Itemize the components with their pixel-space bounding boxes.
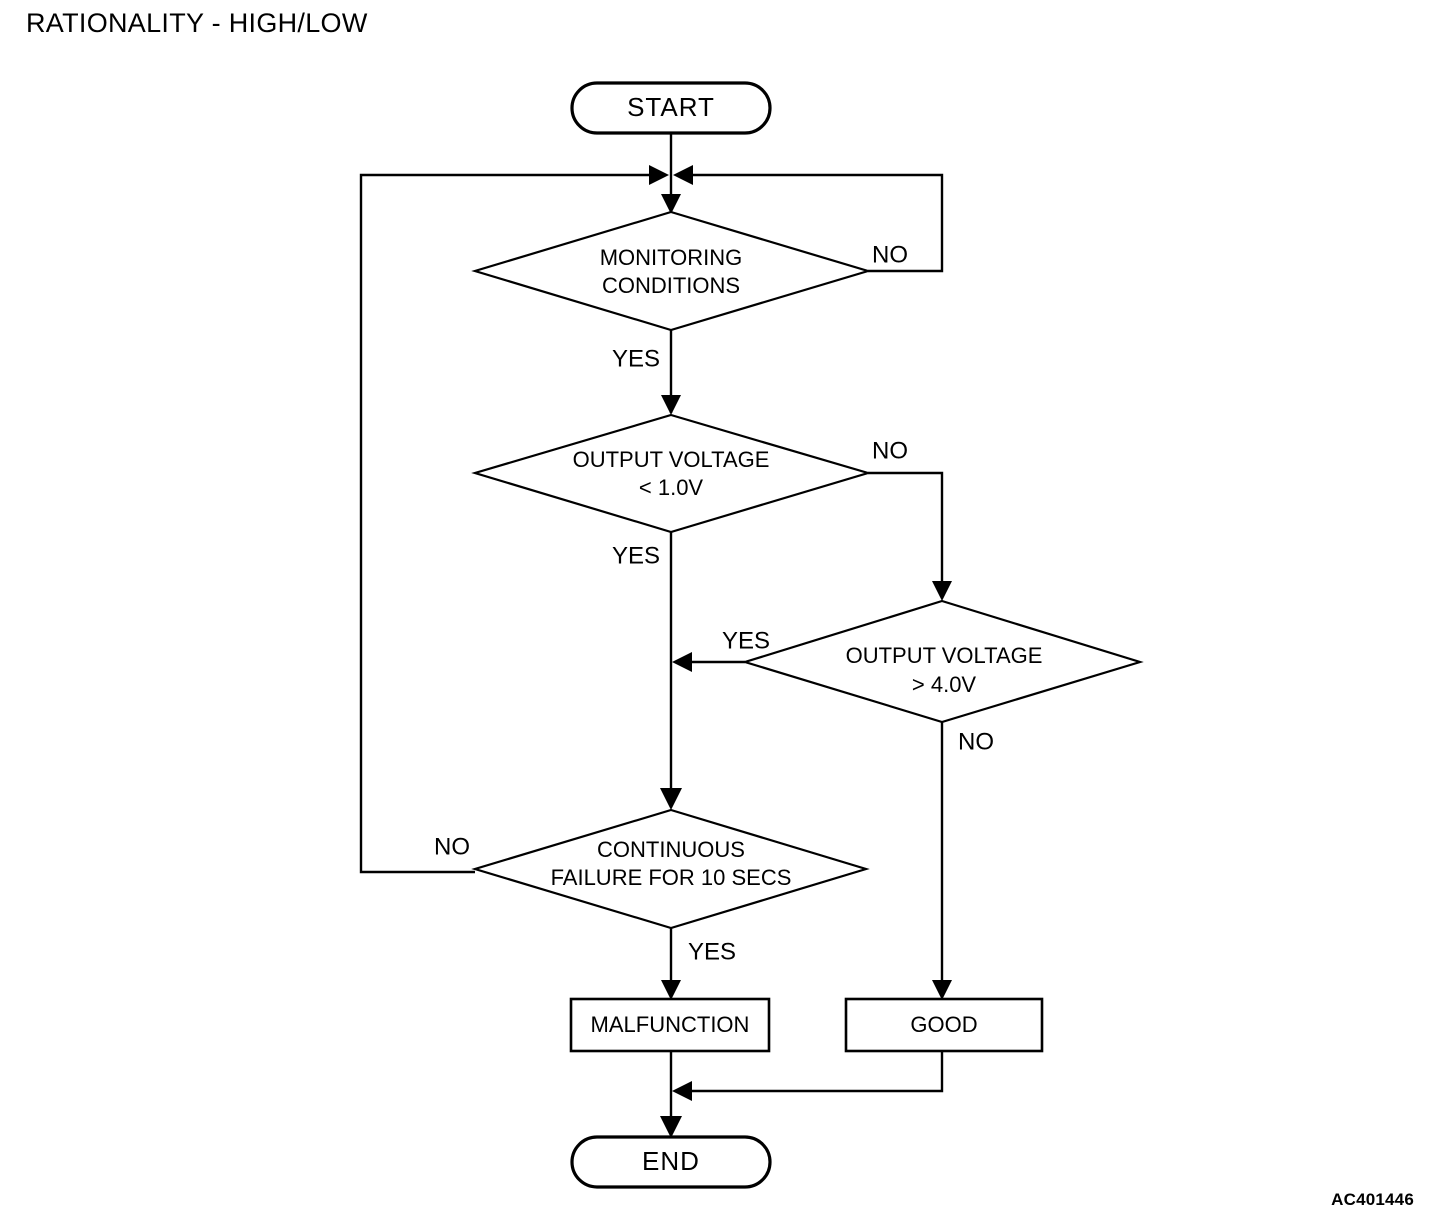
node-good[interactable]: GOOD — [844, 997, 1044, 1053]
node-output-voltage-low-label-line1: OUTPUT VOLTAGE — [573, 447, 770, 472]
arrow-head-icon — [672, 652, 692, 672]
node-monitoring-conditions[interactable]: MONITORING CONDITIONS — [471, 210, 872, 332]
arrow-head-icon — [660, 1116, 682, 1138]
edge-monitoring-yes — [661, 330, 681, 415]
node-continuous-failure-label-line2: FAILURE FOR 10 SECS — [551, 865, 792, 890]
node-output-voltage-high-label-line1: OUTPUT VOLTAGE — [846, 643, 1043, 668]
edge-malfunction-to-end — [660, 1052, 682, 1138]
edge-voltage-high-yes — [672, 652, 745, 672]
node-malfunction[interactable]: MALFUNCTION — [569, 997, 771, 1053]
page-title: RATIONALITY - HIGH/LOW — [26, 8, 368, 38]
edge-failure-yes — [661, 928, 681, 1000]
edge-start-to-junction — [661, 133, 681, 214]
arrow-head-icon — [661, 395, 681, 415]
node-start-label: START — [627, 92, 715, 122]
edge-label-voltage-low-yes: YES — [612, 542, 660, 569]
arrow-head-icon — [649, 165, 669, 185]
edge-monitoring-no-feedback — [673, 165, 944, 273]
arrow-head-icon — [672, 1081, 692, 1101]
node-continuous-failure-label-line1: CONTINUOUS — [597, 837, 745, 862]
node-end-label: END — [642, 1146, 700, 1176]
node-continuous-failure[interactable]: CONTINUOUS FAILURE FOR 10 SECS — [471, 808, 870, 930]
arrow-head-icon — [660, 788, 682, 810]
edge-label-failure-yes: YES — [688, 938, 736, 965]
node-good-label: GOOD — [910, 1012, 977, 1037]
edge-voltage-low-no — [868, 471, 952, 601]
node-monitoring-conditions-label-line1: MONITORING — [600, 245, 743, 270]
edge-label-voltage-high-yes: YES — [722, 627, 770, 654]
edge-failure-no-feedback — [359, 165, 669, 874]
arrow-head-icon — [932, 581, 952, 601]
arrow-head-icon — [932, 980, 952, 1000]
arrow-head-icon — [673, 165, 693, 185]
node-end[interactable]: END — [570, 1135, 772, 1189]
edge-label-monitoring-yes: YES — [612, 345, 660, 372]
edge-voltage-high-no — [932, 722, 952, 1000]
node-output-voltage-high[interactable]: OUTPUT VOLTAGE > 4.0V — [741, 599, 1144, 724]
node-output-voltage-high-label-line2: > 4.0V — [912, 672, 977, 697]
node-output-voltage-low-label-line2: < 1.0V — [639, 475, 704, 500]
node-malfunction-label: MALFUNCTION — [591, 1012, 750, 1037]
edge-label-monitoring-no: NO — [872, 241, 908, 268]
node-output-voltage-low[interactable]: OUTPUT VOLTAGE < 1.0V — [471, 413, 872, 534]
edge-voltage-low-yes — [660, 532, 682, 810]
arrow-head-icon — [661, 194, 681, 214]
figure-code: AC401446 — [1331, 1190, 1414, 1209]
node-monitoring-conditions-label-line2: CONDITIONS — [602, 273, 740, 298]
node-start[interactable]: START — [570, 81, 772, 135]
edge-label-voltage-high-no: NO — [958, 728, 994, 755]
edge-label-voltage-low-no: NO — [872, 437, 908, 464]
edge-label-failure-no: NO — [434, 833, 470, 860]
edge-good-to-end — [672, 1052, 944, 1101]
arrow-head-icon — [661, 980, 681, 1000]
